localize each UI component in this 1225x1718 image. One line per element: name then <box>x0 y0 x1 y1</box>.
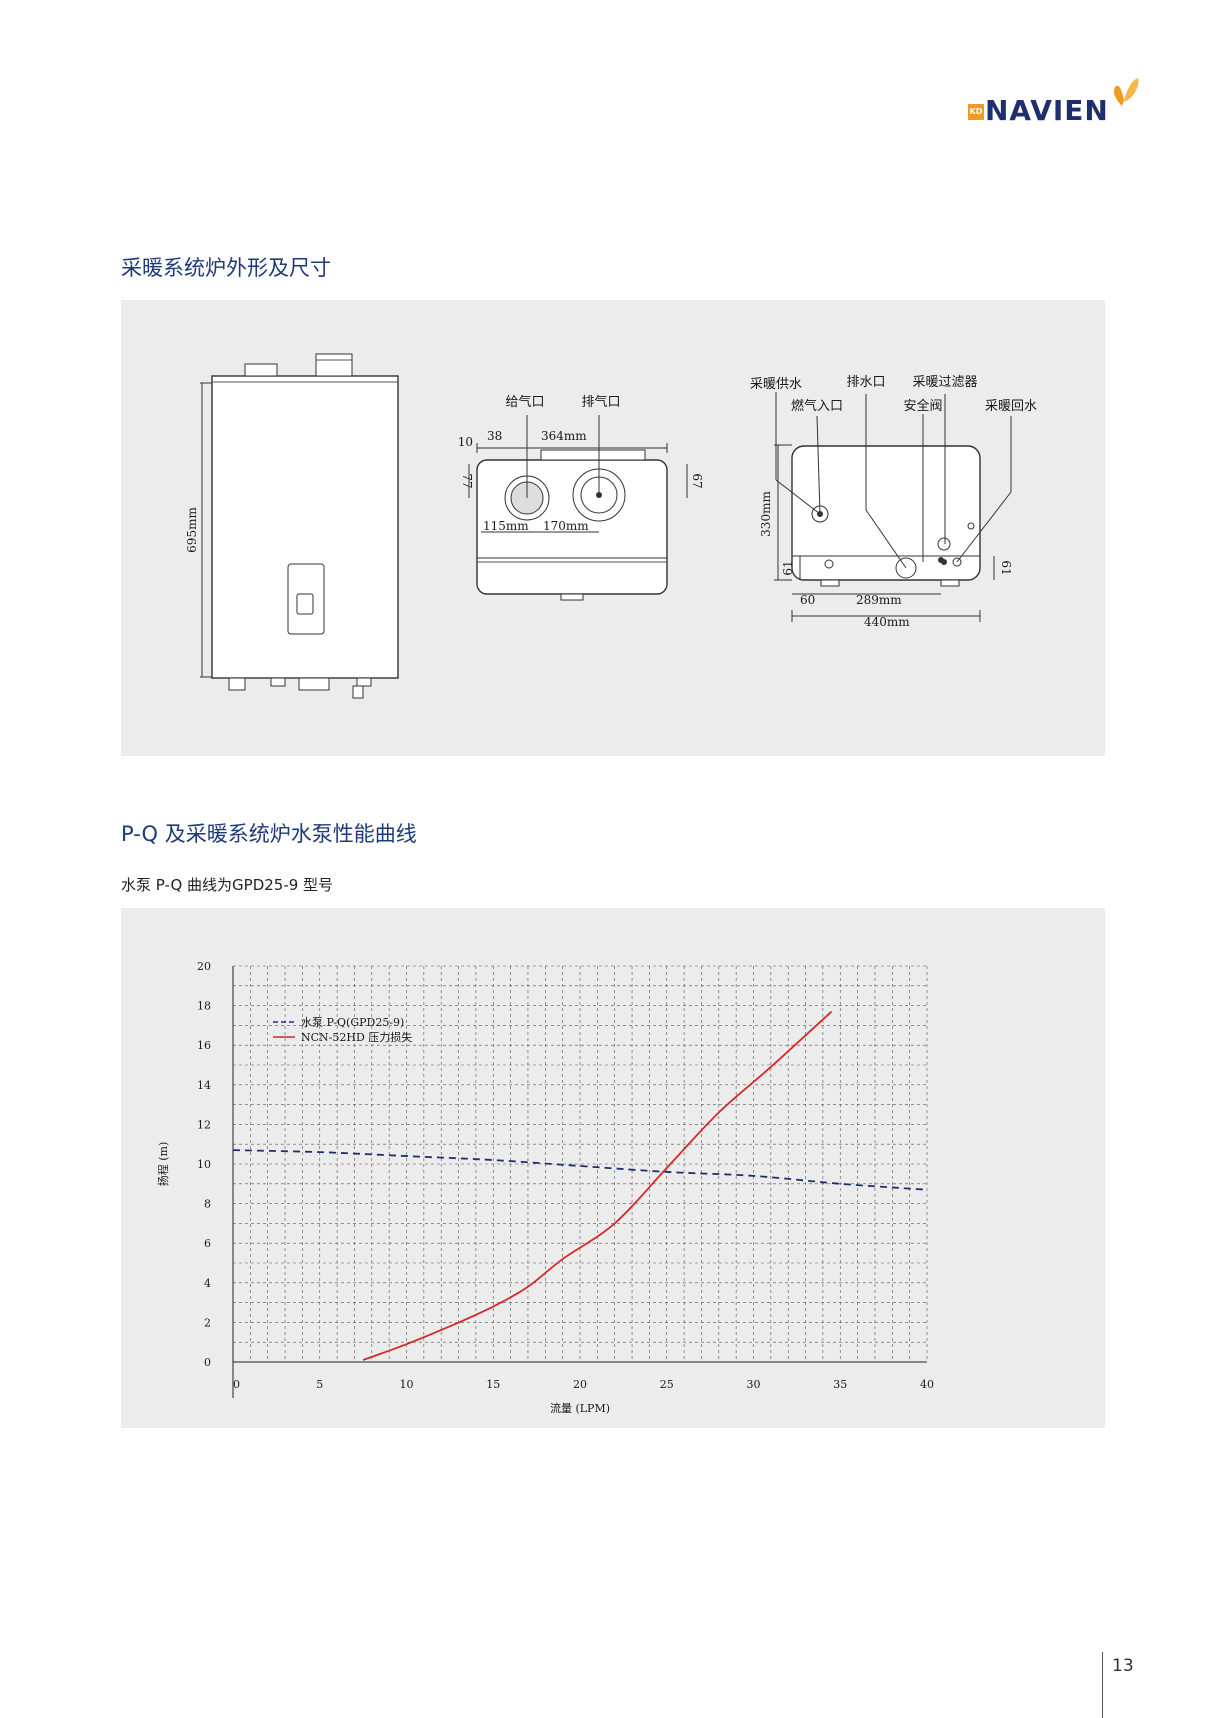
y-tick-label: 12 <box>197 1118 211 1131</box>
y-tick-label: 4 <box>204 1277 211 1290</box>
front-height-label: 695mm <box>185 507 199 553</box>
y-tick-label: 10 <box>197 1158 211 1171</box>
y-tick-label: 2 <box>204 1316 211 1329</box>
y-tick-label: 18 <box>197 1000 211 1013</box>
dim-170: 170mm <box>543 519 589 533</box>
y-tick-label: 14 <box>197 1079 211 1092</box>
chart-panel: 0 5 10 15 20 25 30 35 40 0 2 4 6 8 10 12 14 16 18 20 水泵 P-Q… <box>121 908 1105 1428</box>
dim-60: 60 <box>800 593 815 607</box>
dim-67: 67 <box>690 473 704 488</box>
chart-lines <box>232 1010 928 1361</box>
x-tick-label: 0 <box>233 1378 240 1391</box>
x-tick-label: 25 <box>660 1378 674 1391</box>
page-number-divider <box>1102 1652 1103 1718</box>
dim-364: 364mm <box>541 429 587 443</box>
dimension-drawing: 695mm 给气口 排气口 10 38 364mm 77 <box>185 353 1037 699</box>
butterfly-icon <box>1114 78 1139 106</box>
dim-38: 38 <box>487 429 502 443</box>
label-exhaust: 排气口 <box>581 394 620 410</box>
x-axis-label: 流量 (LPM) <box>550 1401 610 1415</box>
y-tick-label: 0 <box>204 1356 211 1369</box>
dim-61-right: 61 <box>999 560 1013 575</box>
y-tick-label: 20 <box>197 960 211 973</box>
x-tick-label: 40 <box>920 1378 934 1391</box>
dim-61-left: 61 <box>781 560 795 575</box>
y-tick-label: 8 <box>204 1198 211 1211</box>
brand-prefix: KD <box>968 104 984 120</box>
label-heating-return: 采暖回水 <box>985 399 1037 414</box>
section2-subtitle: 水泵 P-Q 曲线为GPD25-9 型号 <box>121 876 334 894</box>
label-drain: 排水口 <box>846 375 885 390</box>
dim-289: 289mm <box>856 593 902 607</box>
top-view: 给气口 排气口 10 38 364mm 77 67 115mm 170mm <box>458 394 704 601</box>
dim-10: 10 <box>458 435 473 449</box>
brand-name: NAVIEN <box>985 94 1109 127</box>
page-number: 13 <box>1112 1656 1134 1676</box>
chart-axes <box>232 966 927 1398</box>
label-heating-supply: 采暖供水 <box>750 377 802 392</box>
y-axis-label: 扬程 (m) <box>156 1142 170 1187</box>
pq-chart: 0 5 10 15 20 25 30 35 40 0 2 4 6 8 10 12 14 16 18 20 水泵 P-Q… <box>156 960 934 1415</box>
dim-440: 440mm <box>864 615 910 629</box>
dim-330: 330mm <box>759 491 773 537</box>
chart-ticks: 0 5 10 15 20 25 30 35 40 0 2 4 6 8 10 12 14 16 18 20 <box>197 960 934 1391</box>
x-tick-label: 5 <box>316 1378 323 1391</box>
series-line-1 <box>362 1010 833 1361</box>
legend-label-1: NCN-52HD 压力损失 <box>301 1030 412 1044</box>
dim-77: 77 <box>460 473 474 488</box>
label-heating-filter: 采暖过滤器 <box>912 375 977 390</box>
dim-115: 115mm <box>483 519 529 533</box>
bottom-view: 330mm 61 61 60 289mm 440mm 采暖供水 排水口 采暖过滤 <box>750 375 1037 629</box>
legend-label-0: 水泵 P-Q(GPD25-9) <box>301 1016 404 1029</box>
x-tick-label: 20 <box>573 1378 587 1391</box>
front-view: 695mm <box>185 353 399 699</box>
series-line-0 <box>232 1149 928 1191</box>
section1-title: 采暖系统炉外形及尺寸 <box>121 256 331 280</box>
y-tick-label: 6 <box>204 1237 211 1250</box>
label-gas-inlet: 燃气入口 <box>791 398 843 414</box>
y-tick-label: 16 <box>197 1039 211 1052</box>
x-tick-label: 35 <box>833 1378 847 1391</box>
x-tick-label: 30 <box>747 1378 761 1391</box>
x-tick-label: 10 <box>400 1378 414 1391</box>
section2-title: P-Q 及采暖系统炉水泵性能曲线 <box>121 822 417 846</box>
x-tick-label: 15 <box>486 1378 500 1391</box>
brand-logo: KD NAVIEN <box>968 74 1140 127</box>
chart-legend: 水泵 P-Q(GPD25-9)NCN-52HD 压力损失 <box>273 1016 412 1044</box>
label-safety-valve: 安全阀 <box>903 398 942 414</box>
chart-grid <box>232 965 928 1363</box>
dimensions-panel: 695mm 给气口 排气口 10 38 364mm 77 <box>121 300 1105 756</box>
label-air-in: 给气口 <box>505 394 544 410</box>
